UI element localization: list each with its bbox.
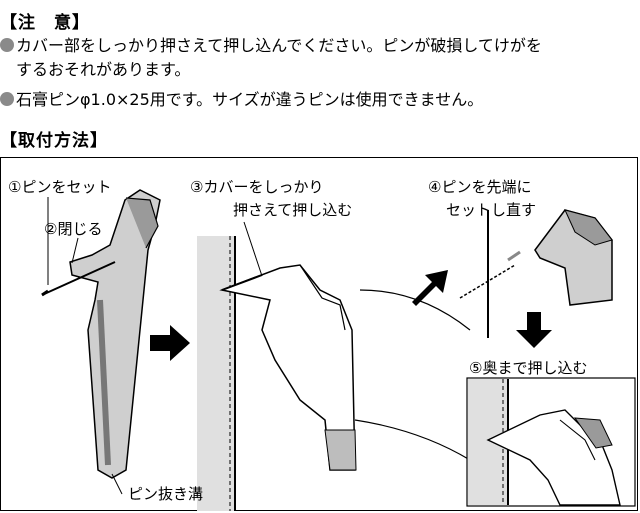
final-step-illustration <box>466 377 636 507</box>
caution-heading: 【注 意】 <box>0 13 90 33</box>
small-arrow-icon <box>507 250 521 262</box>
caution-note-2-line1: 石膏ピンφ1.0×25用です。サイズが違うピンは使用できません。 <box>16 90 484 109</box>
caution-note-2: 石膏ピンφ1.0×25用です。サイズが違うピンは使用できません。 <box>0 88 640 112</box>
bullet-icon <box>0 92 14 106</box>
step-5-label: ⑤奥まで押し込む <box>469 359 588 377</box>
diagonal-arrow-icon <box>412 270 448 306</box>
leader-line <box>243 221 263 277</box>
leader-line <box>111 473 123 495</box>
right-arrow-icon <box>150 325 190 361</box>
step-4-label-line1: ④ピンを先端に <box>428 178 532 196</box>
step-3-label-line1: ③カバーをしっかり <box>190 178 324 196</box>
hook-tool-illustration <box>41 189 161 479</box>
caution-note-1-line1: カバー部をしっかり押さえて押し込んでください。ピンが破損してけがを <box>16 36 542 55</box>
pin-removal-groove-label: ピン抜き溝 <box>128 485 204 503</box>
bullet-icon <box>0 38 14 52</box>
step-2-label: ②閉じる <box>44 220 103 238</box>
step-1-label: ①ピンをセット <box>8 178 112 196</box>
pin-icon <box>459 264 516 299</box>
step-3-label-line2: 押さえて押し込む <box>233 201 353 219</box>
caution-note-1: カバー部をしっかり押さえて押し込んでください。ピンが破損してけがを するおそれが… <box>0 34 640 82</box>
caution-note-1-line2: するおそれがあります。 <box>16 60 191 79</box>
down-arrow-icon <box>516 312 552 348</box>
installation-illustration-panel <box>0 157 638 511</box>
install-heading: 【取付方法】 <box>0 131 108 151</box>
wall-and-hand-illustration <box>197 236 471 511</box>
step-4-label-line2: セットし直す <box>446 201 537 219</box>
leader-line <box>71 237 79 264</box>
